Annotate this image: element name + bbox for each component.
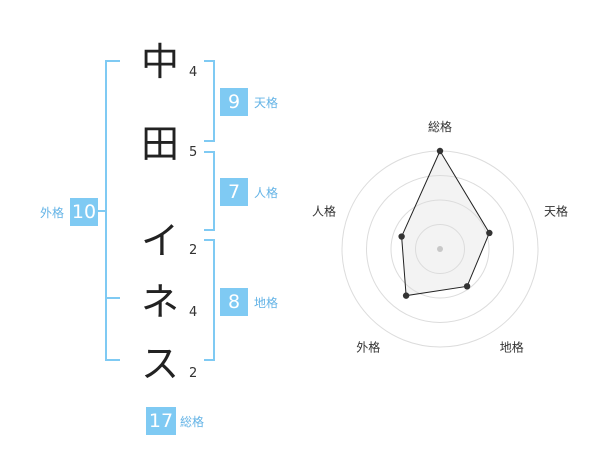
stroke-count-2: 5 xyxy=(189,145,198,160)
radar-polygon xyxy=(401,149,490,297)
radar-center-dot xyxy=(437,246,443,252)
jinkaku-value-badge: 7 xyxy=(220,178,248,206)
name-char-4: ネ xyxy=(140,280,179,324)
radar-axis-label-3: 外格 xyxy=(356,340,380,355)
radar-point-3 xyxy=(402,292,410,299)
name-char-3: イ xyxy=(140,219,179,263)
tenkaku-value-badge: 9 xyxy=(220,88,248,116)
jinkaku-bracket xyxy=(204,151,215,231)
radar-ring-3 xyxy=(366,175,514,323)
tenkaku-label: 天格 xyxy=(254,96,279,110)
radar-axis-label-4: 人格 xyxy=(312,203,336,218)
stroke-count-4: 4 xyxy=(189,305,198,320)
chikaku-value-badge: 8 xyxy=(220,288,248,316)
jinkaku-label: 人格 xyxy=(254,186,279,200)
radar-axis-label-0: 総格 xyxy=(428,119,452,134)
name-char-1: 中 xyxy=(140,40,179,84)
radar-axis-label-2: 地格 xyxy=(500,340,524,355)
gaikaku-label: 外格 xyxy=(40,206,65,220)
radar-axis-label-1: 天格 xyxy=(544,203,568,218)
stroke-count-1: 4 xyxy=(189,65,198,80)
stroke-count-3: 2 xyxy=(189,243,198,258)
soukaku-value-badge: 17 xyxy=(146,407,176,435)
chikaku-bracket xyxy=(204,239,215,361)
radar-point-0 xyxy=(436,147,444,155)
stroke-count-5: 2 xyxy=(189,366,198,381)
radar-point-1 xyxy=(486,229,493,237)
radar-point-4 xyxy=(398,233,405,240)
radar-ring-1 xyxy=(415,224,465,274)
radar-ring-2 xyxy=(390,199,490,299)
name-char-2: 田 xyxy=(140,122,179,166)
tenkaku-bracket xyxy=(204,60,215,142)
radar-point-2 xyxy=(463,283,471,290)
gaikaku-value-badge: 10 xyxy=(70,198,98,226)
soukaku-label: 総格 xyxy=(180,415,205,429)
chikaku-label: 地格 xyxy=(254,296,279,310)
name-char-5: ス xyxy=(140,342,179,386)
